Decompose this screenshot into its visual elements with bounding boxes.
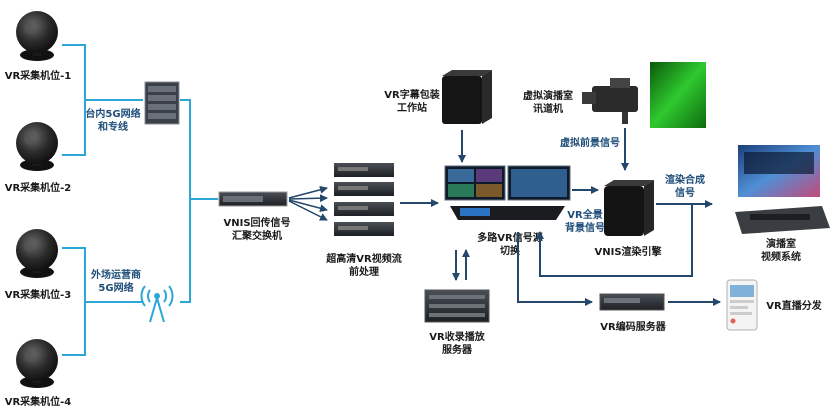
camera-link-lines — [62, 44, 218, 356]
virtual-studio-label-2: 讯道机 — [533, 102, 563, 115]
feedback-to-switcher-arrow — [536, 204, 693, 277]
internal-network-label-2: 和专线 — [97, 120, 128, 133]
antenna-tower-icon — [140, 285, 174, 323]
camera-label: VR采集机位-3 — [5, 288, 72, 301]
switcher-label-2: 切换 — [500, 244, 521, 257]
base-station-cabinet-icon — [144, 81, 180, 125]
switch-label: VNIS回传信号 — [223, 216, 290, 229]
virtual-fg-signal-label: 虚拟前景信号 — [560, 136, 620, 149]
bg-signal-label-2: 背景信号 — [565, 221, 605, 234]
external-network-label-2: 5G网络 — [98, 281, 133, 294]
encoder-label: VR编码服务器 — [600, 320, 666, 333]
studio-system-label: 演播室 — [766, 237, 796, 250]
studio-system-label-2: 视频系统 — [761, 250, 801, 263]
caption-station-label-2: 工作站 — [397, 101, 427, 114]
preprocess-servers-icon — [334, 163, 394, 236]
recorder-label: VR收录播放 — [429, 330, 485, 343]
camera-1: VR采集机位-1 — [5, 11, 72, 82]
switcher-console-icon — [444, 165, 571, 220]
switcher-label: 多路VR信号源 — [477, 231, 542, 244]
camera-label: VR采集机位-4 — [5, 395, 72, 408]
internal-network-label: 台内5G网络 — [85, 107, 140, 120]
switch-to-preprocess-arrows — [288, 185, 328, 221]
external-network-label: 外场运营商 — [90, 268, 141, 281]
camera-label: VR采集机位-2 — [5, 181, 72, 194]
preprocess-label-2: 前处理 — [349, 265, 379, 278]
render-engine-label: VNIS渲染引擎 — [594, 245, 661, 258]
camera-label: VR采集机位-1 — [5, 69, 72, 82]
encoder-server-icon — [599, 293, 665, 311]
render-engine-icon — [604, 180, 654, 236]
recorder-label-2: 服务器 — [442, 343, 473, 356]
caption-station-label: VR字幕包装 — [384, 88, 439, 101]
distribution-label: VR直播分发 — [766, 299, 822, 312]
studio-camera-icon — [582, 78, 638, 124]
caption-workstation-icon — [442, 70, 492, 124]
recorder-server-icon — [424, 289, 490, 323]
switcher-recorder-bidirectional-arrows — [452, 249, 470, 281]
camera-2: VR采集机位-2 — [5, 122, 72, 194]
composite-signal-label: 渲染合成 — [665, 173, 705, 186]
green-screen-image — [650, 62, 706, 128]
aggregation-switch-icon — [218, 191, 288, 207]
camera-4: VR采集机位-4 — [5, 339, 72, 408]
camera-3: VR采集机位-3 — [5, 229, 72, 301]
preprocess-label: 超高清VR视频流 — [325, 252, 401, 265]
composite-signal-label-2: 信号 — [675, 186, 695, 199]
studio-video-system-icon — [735, 145, 830, 234]
switch-label-2: 汇聚交换机 — [232, 229, 282, 242]
bg-signal-label: VR全景 — [567, 208, 602, 221]
switcher-to-encoder-arrow — [517, 232, 593, 306]
virtual-studio-label: 虚拟演播室 — [523, 89, 573, 102]
live-distribution-phone-icon — [726, 279, 758, 331]
